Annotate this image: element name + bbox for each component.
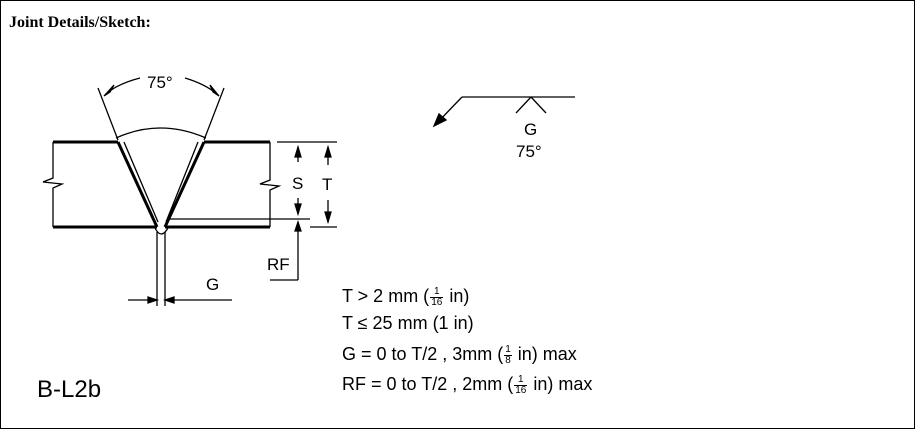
weld-bead (115, 127, 207, 235)
fraction-numerator: 1 (430, 286, 444, 298)
formula-text: G = 0 to T/2 , 3mm ( (342, 344, 504, 364)
weld-symbol (432, 96, 575, 128)
s-label: S (292, 174, 303, 193)
fraction-denominator: 16 (515, 384, 527, 396)
joint-designation: B-L2b (37, 376, 102, 403)
panel-title: Joint Details/Sketch: (9, 14, 151, 31)
formula-text: T > 2 mm ( (342, 286, 430, 306)
formula-text: T ≤ 25 mm (1 in) (342, 313, 474, 333)
left-plate (42, 140, 159, 229)
formula-text: RF = 0 to T/2 , 2mm ( (342, 374, 514, 394)
rf-dimension (270, 219, 302, 281)
formula-t-max: T ≤ 25 mm (1 in) (342, 313, 474, 333)
g-label: G (206, 275, 219, 294)
fraction-denominator: 8 (505, 354, 511, 366)
fraction-denominator: 16 (431, 296, 443, 308)
g-dimension (128, 296, 232, 304)
groove-angle-dimension (97, 77, 225, 141)
t-label: T (322, 175, 332, 194)
s-dimension (170, 141, 310, 220)
fraction-numerator: 1 (504, 343, 512, 356)
t-dimension (310, 141, 337, 228)
groove-angle-label: 75° (147, 73, 173, 92)
gap-lines (156, 232, 166, 306)
fraction-numerator: 1 (514, 374, 528, 386)
symbol-angle-label: 75° (516, 142, 542, 161)
symbol-g-label: G (524, 120, 537, 139)
formula-text: in) max (528, 374, 593, 394)
right-plate (163, 140, 282, 229)
formula-text: in) max (512, 344, 577, 364)
rf-label: RF (267, 255, 290, 274)
formula-text: in) (444, 286, 470, 306)
